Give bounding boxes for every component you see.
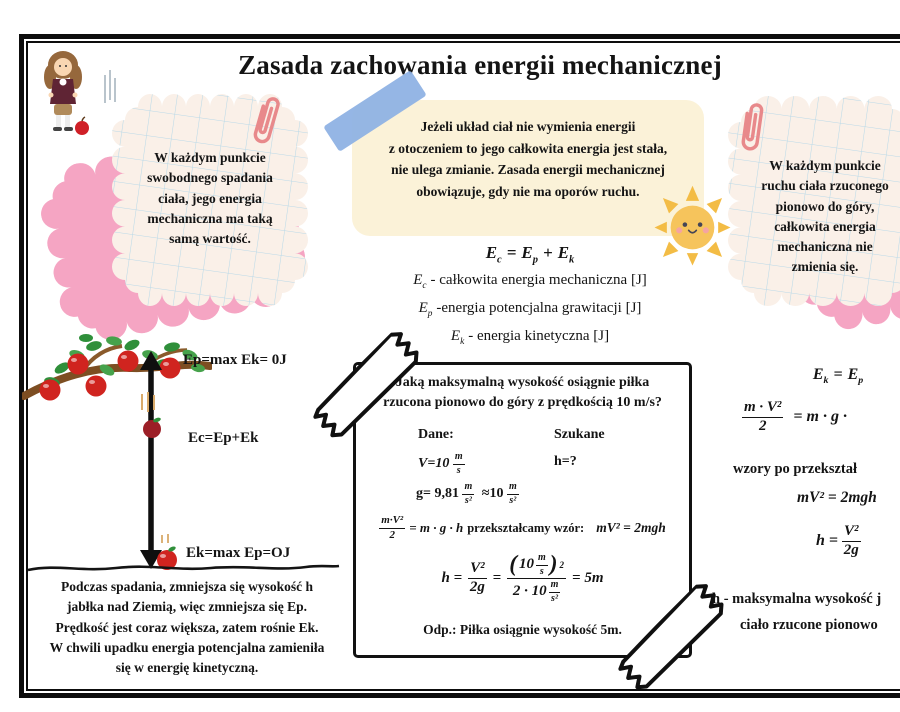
- left-note-text: W każdym punkcie swobodnego spadania cia…: [147, 150, 273, 246]
- ground-apple-icon: [157, 534, 177, 570]
- falling-apple-small-icon: [75, 121, 89, 135]
- tape-corner-icon: [313, 332, 419, 438]
- note-paper: [112, 94, 308, 306]
- motion-lines-icon: [104, 70, 116, 103]
- problem-question: rzucona pionowo do góry z prędkością 10 …: [383, 395, 662, 410]
- paperclip-icon: [253, 97, 280, 144]
- h-description: ciało rzucone pionowo: [740, 617, 878, 633]
- mv2-equation: mV² = 2mgh: [797, 489, 877, 506]
- label-ec-sum: Ec=Ep+Ek: [188, 430, 259, 446]
- right-sticky-note: W każdym punkcie ruchu ciała rzuconego p…: [727, 96, 900, 306]
- note-paper: [727, 96, 900, 306]
- sun-icon: [654, 185, 731, 266]
- szukane-label: Szukane: [554, 427, 605, 442]
- h-description: h - maksymalna wysokość j: [712, 591, 882, 607]
- principle-note-text: Jeżeli układ ciał nie wymienia energii z…: [388, 119, 668, 199]
- label-ep-max: Ep=max Ek= 0J: [183, 352, 287, 368]
- page-title: Zasada zachowania energii mechanicznej: [238, 50, 722, 80]
- dane-label: Dane:: [418, 427, 454, 442]
- poster-frame: [19, 34, 900, 698]
- formula-main: Ec=Ep+Ek: [485, 243, 575, 266]
- falling-apple-icon: [141, 392, 161, 438]
- apple-icon: [39, 350, 181, 401]
- wzory-label: wzory po przekształ: [733, 461, 858, 477]
- problem-question: Jaką maksymalną wysokość osiągnie piłka: [395, 375, 650, 390]
- height-double-arrow: [140, 351, 162, 569]
- paperclip-icon: [741, 103, 764, 151]
- apple-tree-branch-icon: [22, 334, 212, 401]
- formula-legend-item: Ek- energia kinetyczna [J]: [450, 328, 610, 347]
- formula-legend-item: Ec- całkowita energia mechaniczna [J]: [413, 272, 647, 291]
- poster-frame-inner: [26, 41, 900, 691]
- falling-caption: Podczas spadania, zmniejsza się wysokość…: [49, 579, 325, 675]
- ground-line: [27, 564, 340, 572]
- principle-note: [352, 100, 704, 236]
- newton-figure-icon: [44, 51, 116, 135]
- answer-line: Odp.: Piłka osiągnie wysokość 5m.: [423, 622, 622, 637]
- szukane-value: h=?: [554, 454, 577, 469]
- right-note-text: W każdym punkcie ruchu ciała rzuconego p…: [761, 158, 889, 275]
- problem-box: Jaką maksymalną wysokość osiągnie piłka …: [353, 362, 692, 658]
- tape-corner-icon: [618, 584, 724, 690]
- ek-ep-equation: Ek=Ep: [812, 366, 864, 387]
- formula-legend-item: Ep-energia potencjalna grawitacji [J]: [418, 300, 642, 319]
- left-sticky-note: W każdym punkcie swobodnego spadania cia…: [112, 94, 308, 306]
- label-ek-max: Ek=max Ep=OJ: [186, 545, 291, 561]
